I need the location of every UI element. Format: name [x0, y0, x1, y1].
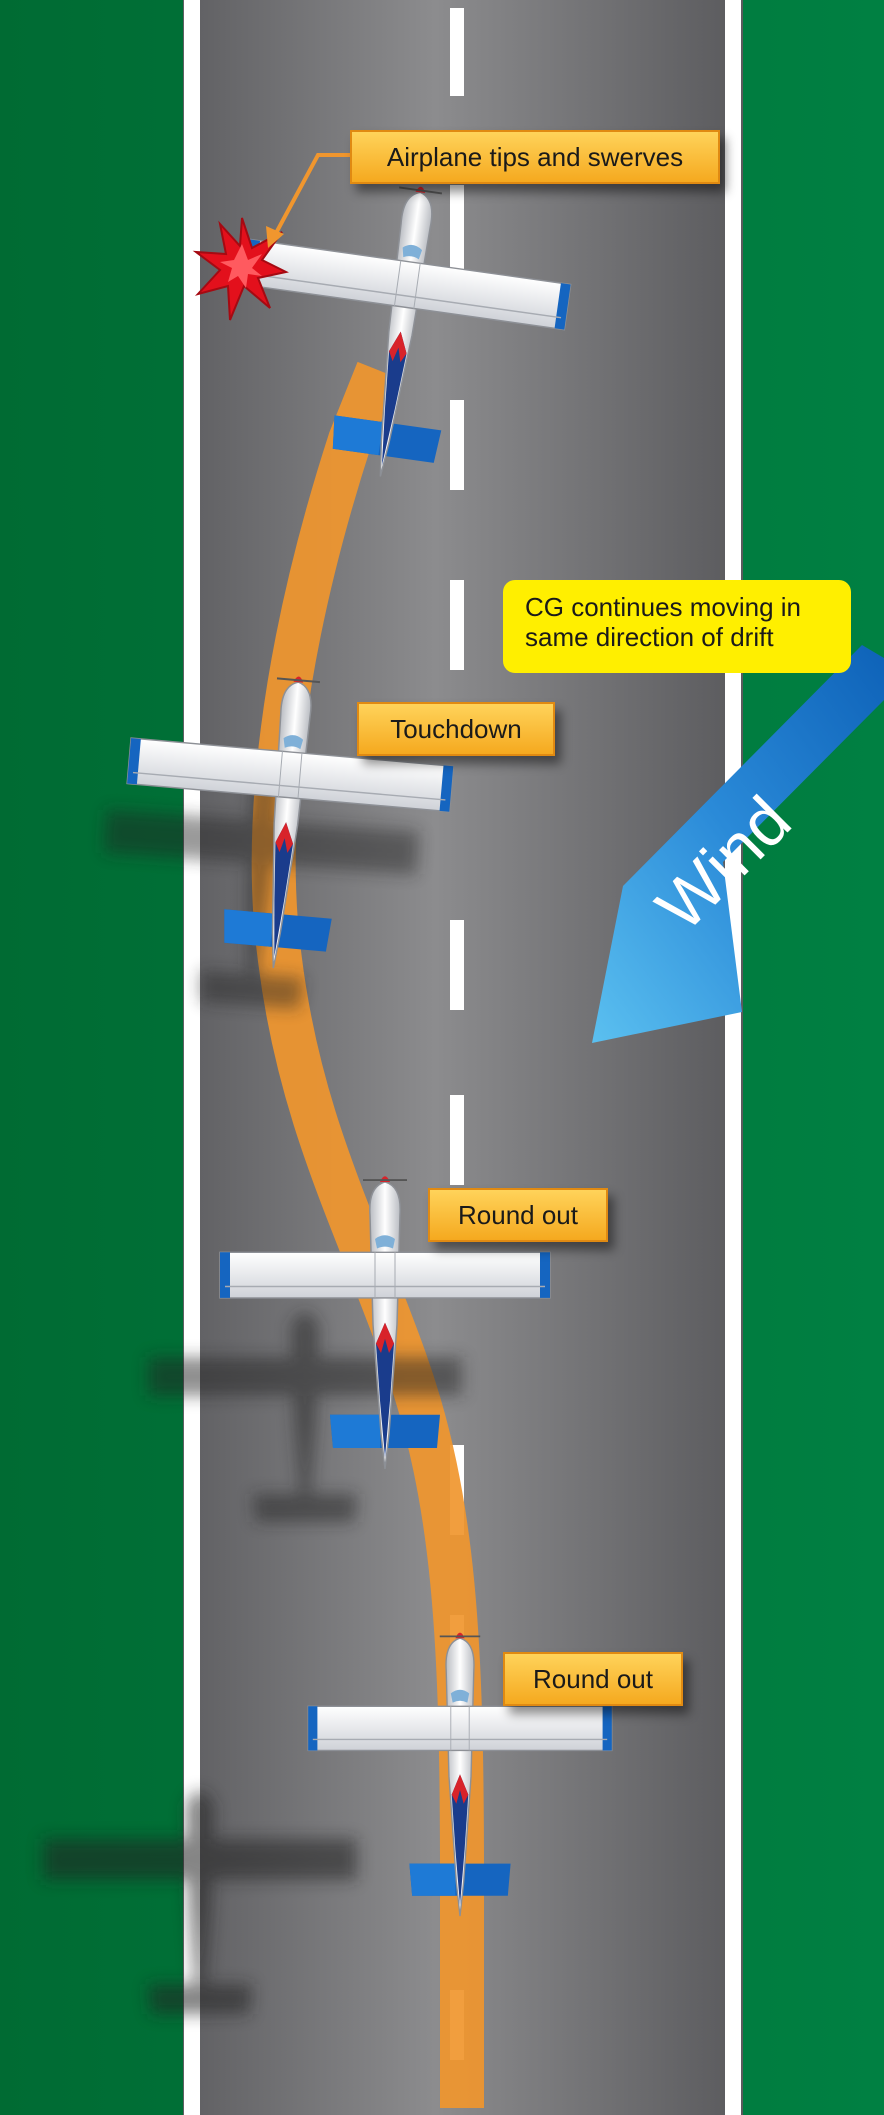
- round-out-text-lower: Round out: [533, 1664, 653, 1694]
- touchdown-text: Touchdown: [390, 714, 522, 744]
- touchdown-label: Touchdown: [357, 702, 555, 756]
- label-leader-arrow: [266, 153, 350, 248]
- cg-callout-line1: CG continues moving in: [525, 592, 802, 622]
- wind-arrow-icon: [592, 645, 884, 1043]
- impact-burst-icon: [192, 217, 289, 321]
- round-out-text-upper: Round out: [458, 1200, 578, 1230]
- airplane-tips-text: Airplane tips and swerves: [386, 142, 684, 172]
- cg-callout: CG continues moving in same direction of…: [503, 580, 851, 673]
- round-out-label-upper: Round out: [428, 1188, 608, 1242]
- airplane-tips-label: Airplane tips and swerves: [350, 130, 720, 184]
- round-out-label-lower: Round out: [503, 1652, 683, 1706]
- cg-callout-line2: same direction of drift: [525, 622, 774, 652]
